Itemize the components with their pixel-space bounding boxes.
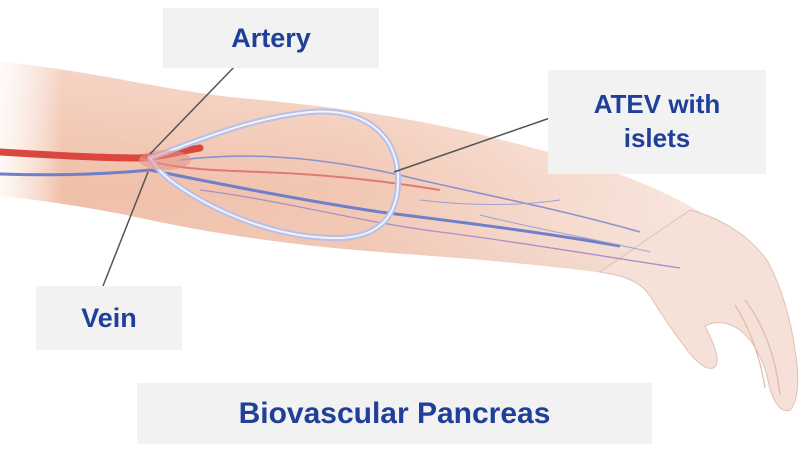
diagram-title-text: Biovascular Pancreas bbox=[239, 397, 551, 431]
diagram-title: Biovascular Pancreas bbox=[137, 383, 652, 444]
atev-label: ATEV with islets bbox=[548, 70, 766, 174]
atev-label-line2: islets bbox=[594, 122, 721, 156]
anastomosis-site bbox=[139, 150, 191, 170]
vein-label-text: Vein bbox=[81, 303, 137, 334]
artery-label-text: Artery bbox=[231, 23, 311, 54]
vein-label: Vein bbox=[36, 286, 182, 350]
atev-label-line1: ATEV with bbox=[594, 88, 721, 122]
artery-label: Artery bbox=[163, 8, 379, 68]
